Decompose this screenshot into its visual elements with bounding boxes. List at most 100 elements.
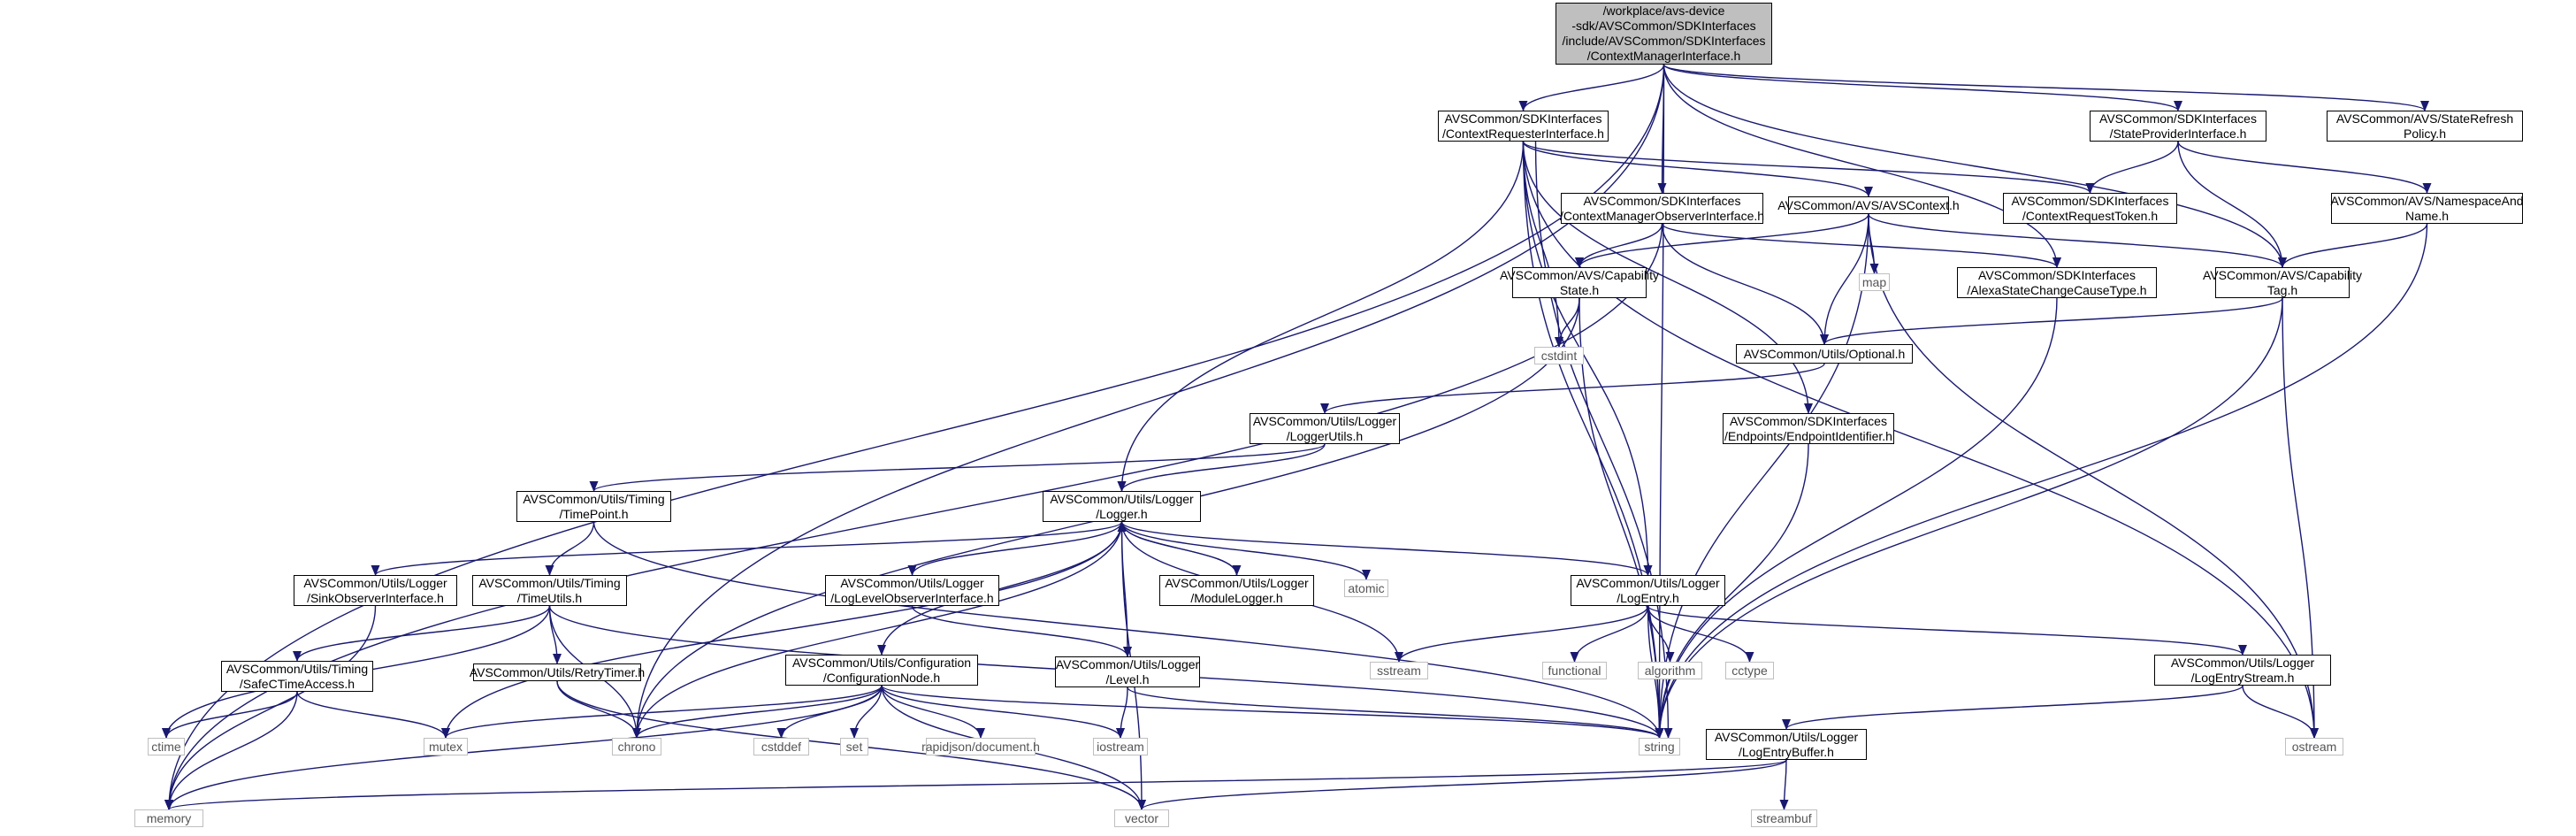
edge-logentry-to-cctype bbox=[1647, 605, 1754, 663]
node-label-line: AVSCommon/SDKInterfaces bbox=[1730, 413, 1887, 428]
node-label-line: /ContextManagerObserverInterface.h bbox=[1559, 208, 1765, 223]
node-memory: memory bbox=[134, 809, 203, 827]
edge-confignode-to-mutex bbox=[441, 685, 883, 739]
node-vector: vector bbox=[1114, 809, 1169, 827]
node-label-line: /Endpoints/EndpointIdentifier.h bbox=[1724, 428, 1892, 443]
node-loggerutils[interactable]: AVSCommon/Utils/Logger/LoggerUtils.h bbox=[1250, 413, 1400, 444]
node-label-line: /LogLevelObserverInterface.h bbox=[830, 590, 994, 605]
edge-capstate-to-string bbox=[1578, 297, 1664, 739]
node-cstddef: cstddef bbox=[753, 738, 809, 755]
node-label-line: -sdk/AVSCommon/SDKInterfaces bbox=[1571, 19, 1756, 33]
node-label-line: AVSCommon/AVS/AVSContext.h bbox=[1777, 197, 1960, 212]
edge-ctxreq-to-ctxreqtoken bbox=[1522, 141, 2095, 194]
node-label-line: ctime bbox=[151, 739, 181, 754]
node-avscontext[interactable]: AVSCommon/AVS/AVSContext.h bbox=[1777, 196, 1960, 214]
edge-ctxreq-to-string bbox=[1522, 141, 1664, 739]
node-ctxreqtoken[interactable]: AVSCommon/SDKInterfaces/ContextRequestTo… bbox=[2003, 193, 2177, 224]
edge-timepoint-to-timeutils bbox=[545, 521, 595, 576]
edge-safectime-to-memory bbox=[164, 691, 298, 810]
node-label-line: string bbox=[1644, 739, 1675, 754]
node-label-line: rapidjson/document.h bbox=[921, 739, 1040, 754]
node-label-line: /Logger.h bbox=[1096, 506, 1148, 521]
edge-avscontext-to-capstate bbox=[1575, 213, 1869, 268]
edge-level-to-iostream bbox=[1116, 686, 1128, 739]
node-label-line: cctype bbox=[1731, 663, 1768, 678]
node-label-line: /ConfigurationNode.h bbox=[822, 670, 941, 685]
node-label-line: /Level.h bbox=[1105, 671, 1150, 686]
node-timeutils[interactable]: AVSCommon/Utils/Timing/TimeUtils.h bbox=[472, 575, 627, 606]
edge-ctxmgrobs-to-alexastate bbox=[1661, 223, 2061, 268]
edge-logger-to-chrono bbox=[632, 521, 1123, 739]
node-label-line: AVSCommon/Utils/Logger bbox=[2170, 655, 2315, 670]
node-modulelogger[interactable]: AVSCommon/Utils/Logger/ModuleLogger.h bbox=[1159, 575, 1314, 606]
node-streambuf: streambuf bbox=[1751, 809, 1817, 827]
node-alexastate[interactable]: AVSCommon/SDKInterfaces/AlexaStateChange… bbox=[1957, 267, 2157, 298]
node-timepoint[interactable]: AVSCommon/Utils/Timing/TimePoint.h bbox=[516, 491, 671, 522]
edge-root-to-memory bbox=[164, 64, 1665, 810]
node-label-line: Tag.h bbox=[2266, 282, 2298, 297]
node-sinkobs[interactable]: AVSCommon/Utils/Logger/SinkObserverInter… bbox=[294, 575, 457, 606]
node-label-line: AVSCommon/Utils/Optional.h bbox=[1743, 346, 1906, 361]
edge-logentrybuffer-to-vector bbox=[1137, 759, 1787, 810]
node-label-line: AVSCommon/AVS/NamespaceAnd bbox=[2330, 193, 2524, 208]
node-label-line: /AlexaStateChangeCauseType.h bbox=[1967, 282, 2147, 297]
node-functional: functional bbox=[1542, 662, 1607, 679]
edge-ctxreq-to-logger bbox=[1117, 141, 1525, 492]
node-stateprov[interactable]: AVSCommon/SDKInterfaces/StateProviderInt… bbox=[2090, 111, 2266, 142]
node-logentrybuffer[interactable]: AVSCommon/Utils/Logger/LogEntryBuffer.h bbox=[1706, 729, 1867, 760]
node-confignode[interactable]: AVSCommon/Utils/Configuration/Configurat… bbox=[785, 655, 978, 686]
node-rapidjson: rapidjson/document.h bbox=[921, 738, 1040, 755]
edge-root-to-chrono bbox=[632, 64, 1665, 739]
node-label-line: /SinkObserverInterface.h bbox=[307, 590, 444, 605]
node-label-line: AVSCommon/SDKInterfaces bbox=[2099, 111, 2257, 126]
node-map: map bbox=[1859, 273, 1890, 291]
edge-ctxreq-to-avscontext bbox=[1522, 141, 1873, 197]
node-label-line: cstdint bbox=[1540, 348, 1578, 363]
node-cctype: cctype bbox=[1725, 662, 1774, 679]
node-label-line: AVSCommon/AVS/StateRefresh bbox=[2335, 111, 2514, 126]
node-level[interactable]: AVSCommon/Utils/Logger/Level.h bbox=[1055, 656, 1200, 687]
node-label-line: AVSCommon/Utils/Configuration bbox=[791, 655, 972, 670]
edge-ctxmgrobs-to-memory bbox=[164, 223, 1663, 810]
edge-retrytimer-to-chrono bbox=[556, 680, 641, 739]
node-label-line: /workplace/avs-device bbox=[1602, 4, 1725, 18]
node-optional[interactable]: AVSCommon/Utils/Optional.h bbox=[1736, 344, 1913, 364]
edge-captag-to-optional bbox=[1820, 297, 2283, 345]
node-retrytimer[interactable]: AVSCommon/Utils/RetryTimer.h bbox=[470, 663, 645, 681]
edge-avscontext-to-ostream bbox=[1868, 213, 2319, 739]
node-label-line: /SafeCTimeAccess.h bbox=[239, 676, 355, 691]
node-safectime[interactable]: AVSCommon/Utils/Timing/SafeCTimeAccess.h bbox=[221, 661, 373, 692]
node-cstdint: cstdint bbox=[1534, 347, 1584, 364]
node-root: /workplace/avs-device-sdk/AVSCommon/SDKI… bbox=[1556, 3, 1772, 65]
node-endpointid[interactable]: AVSCommon/SDKInterfaces/Endpoints/Endpoi… bbox=[1723, 413, 1894, 444]
edge-avscontext-to-string bbox=[1655, 213, 1869, 739]
edge-endpointid-to-string bbox=[1655, 443, 1809, 739]
edge-optional-to-loggerutils bbox=[1320, 363, 1825, 414]
edge-ctxreq-to-ostream bbox=[1522, 141, 2319, 739]
edge-logger-to-level bbox=[1120, 521, 1132, 657]
node-label-line: AVSCommon/AVS/Capability bbox=[1500, 267, 1659, 282]
node-logger[interactable]: AVSCommon/Utils/Logger/Logger.h bbox=[1043, 491, 1201, 522]
node-sstream: sstream bbox=[1370, 662, 1428, 679]
node-loglevelobs[interactable]: AVSCommon/Utils/Logger/LogLevelObserverI… bbox=[825, 575, 999, 606]
edge-logger-to-atomic bbox=[1120, 521, 1371, 580]
node-ctime: ctime bbox=[148, 738, 185, 755]
node-logentry[interactable]: AVSCommon/Utils/Logger/LogEntry.h bbox=[1571, 575, 1725, 606]
node-label-line: AVSCommon/SDKInterfaces bbox=[2011, 193, 2169, 208]
node-iostream: iostream bbox=[1093, 738, 1148, 755]
node-label-line: memory bbox=[146, 810, 192, 825]
node-label-line: AVSCommon/Utils/Logger bbox=[1050, 491, 1194, 506]
node-label-line: /ContextRequesterInterface.h bbox=[1442, 126, 1604, 141]
node-label-line: algorithm bbox=[1644, 663, 1696, 678]
node-label-line: /LogEntryStream.h bbox=[2190, 670, 2295, 685]
edge-stateprov-to-captag bbox=[2177, 141, 2287, 268]
node-logentrystream[interactable]: AVSCommon/Utils/Logger/LogEntryStream.h bbox=[2154, 655, 2331, 686]
node-ctxmgrobs[interactable]: AVSCommon/SDKInterfaces/ContextManagerOb… bbox=[1559, 193, 1765, 224]
edge-captag-to-string bbox=[1655, 297, 2283, 739]
node-string: string bbox=[1639, 738, 1680, 755]
node-ctxreq[interactable]: AVSCommon/SDKInterfaces/ContextRequester… bbox=[1438, 111, 1609, 142]
